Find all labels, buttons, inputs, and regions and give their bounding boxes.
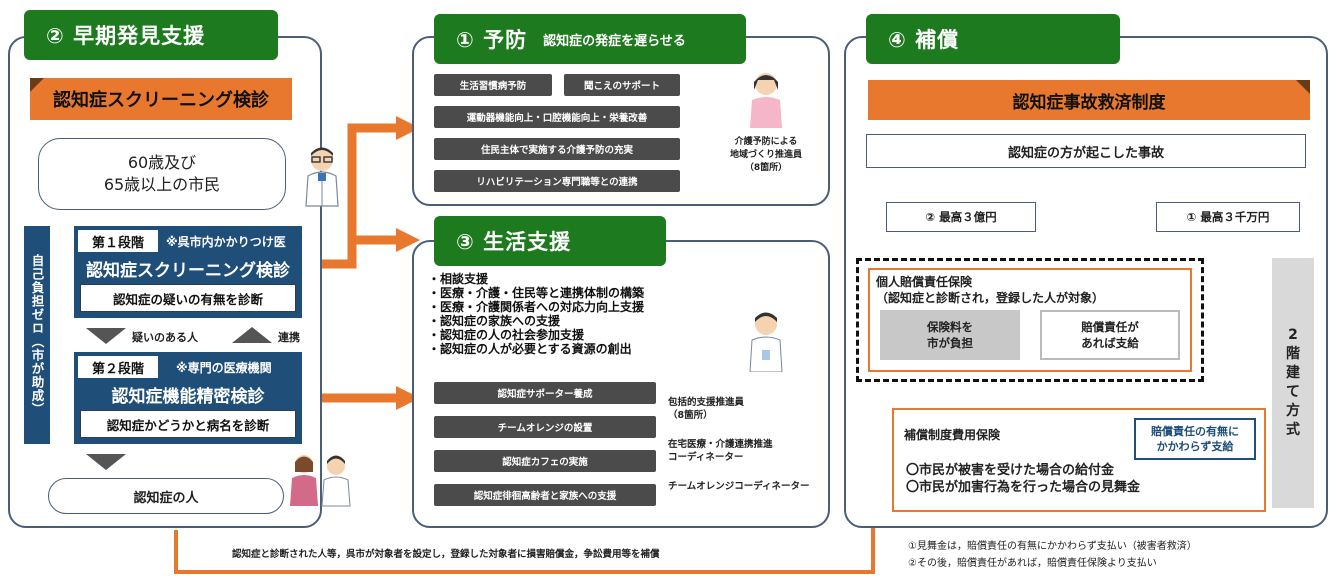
liability-title: 個人賠償責任保険 （認知症と診断され，登録した人が対象） (876, 275, 1105, 305)
dementia-person: 認知症の人 (48, 478, 284, 514)
liability-dashed-frame (856, 258, 1204, 382)
two-tier-label: 2 階 建 て 方 式 (1272, 258, 1314, 508)
arrow-down-icon (86, 328, 126, 344)
footnotes: ①見舞金は，賠償責任の有無にかかわらず支払い（被害者救済） ②その後，賠償責任が… (908, 541, 1197, 569)
nurse-illustration (750, 73, 782, 128)
life-item-4: 認知症徘徊高齢者と家族への支援 (434, 484, 656, 506)
regardless-box: 賠償責任の有無に かかわらず支給 (1134, 418, 1256, 460)
prevention-item-3: 運動器機能向上・口腔機能向上・栄養改善 (434, 106, 680, 128)
target-citizens: 60歳及び 65歳以上の市民 (38, 138, 286, 210)
premium-box: 保険料を 市が負担 (880, 310, 1020, 360)
stage1-label: 第１段階 (78, 230, 158, 252)
life-item-3: 認知症カフェの実施 (434, 450, 656, 472)
stage2-note: ※専門の医療機関 (176, 361, 272, 375)
life-support-bullets: ・相談支援 ・医療・介護・住民等と連携体制の構築 ・医療・介護関係者への対応力向… (428, 272, 645, 356)
stage2-title: 認知症機能精密検診 (111, 387, 265, 407)
stage2-label: 第２段階 (78, 356, 158, 378)
expense-title: 補償制度費用保険 (904, 428, 1001, 442)
max-300m-box: ② 最高３億円 (886, 202, 1036, 232)
compensation-header: ④ 補償 (866, 14, 1120, 64)
prevention-staff: 介護予防による 地域づくり推進員 （8箇所） (729, 137, 802, 173)
life-support-header: ③ 生活支援 (434, 216, 666, 266)
max-30m-box: ① 最高３千万円 (1156, 202, 1300, 232)
arrow-up-icon (232, 327, 272, 343)
life-item-1: 認知症サポーター養成 (434, 382, 656, 404)
stage2-desc: 認知症かどうかと病名を診断 (80, 410, 296, 438)
expense-items: 〇市民が被害を受けた場合の給付金 〇市民が加害行為を行った場合の見舞金 (906, 463, 1141, 495)
cooperation-label: 連携 (278, 331, 300, 344)
stage1-desc: 認知症の疑いの有無を診断 (80, 284, 296, 312)
prevention-header: ① 予防 認知症の発症を遅らせる (434, 14, 746, 64)
accident-box: 認知症の方が起こした事故 (866, 134, 1306, 168)
doctor-illustration (305, 147, 339, 207)
consultation-illustration (290, 455, 351, 507)
relief-system-bar: 認知症事故救済制度 (868, 80, 1310, 120)
life-staff-3: チームオレンジコーディネーター (668, 481, 810, 492)
arrow-down-icon-2 (86, 454, 126, 470)
life-staff-1: 包括的支援推進員 （8箇所） (668, 397, 745, 421)
prevention-item-1: 生活習慣病予防 (434, 74, 552, 96)
screening-bar: 認知症スクリーニング検診 (30, 78, 292, 120)
stage1-title: 認知症スクリーニング検診 (86, 261, 290, 281)
prevention-item-4: 住民主体で実施する介護予防の充実 (434, 138, 680, 160)
suspected-label: 疑いのある人 (132, 331, 198, 344)
prevention-item-2: 聞こえのサポート (564, 74, 680, 96)
footer-text: 認知症と診断された人等，呉市が対象者を設定し，登録した対象者に損害賠償金，争訟費… (232, 549, 660, 560)
arrow-to-life (302, 235, 398, 269)
pay-if-liable-box: 賠償責任が あれば支給 (1040, 310, 1180, 360)
prevention-item-5: リハビリテーション専門職等との連携 (434, 170, 680, 192)
life-staff-2: 在宅医療・介護連携推進 コーディネーター (668, 439, 773, 463)
staff-illustration (749, 312, 783, 372)
early-detection-header: ② 早期発見支援 (24, 10, 278, 60)
life-item-2: チームオレンジの設置 (434, 416, 656, 438)
no-self-pay-label: 自己負担ゼロ（市が助成） (24, 226, 50, 444)
stage1-note: ※呉市内かかりつけ医 (166, 235, 286, 249)
